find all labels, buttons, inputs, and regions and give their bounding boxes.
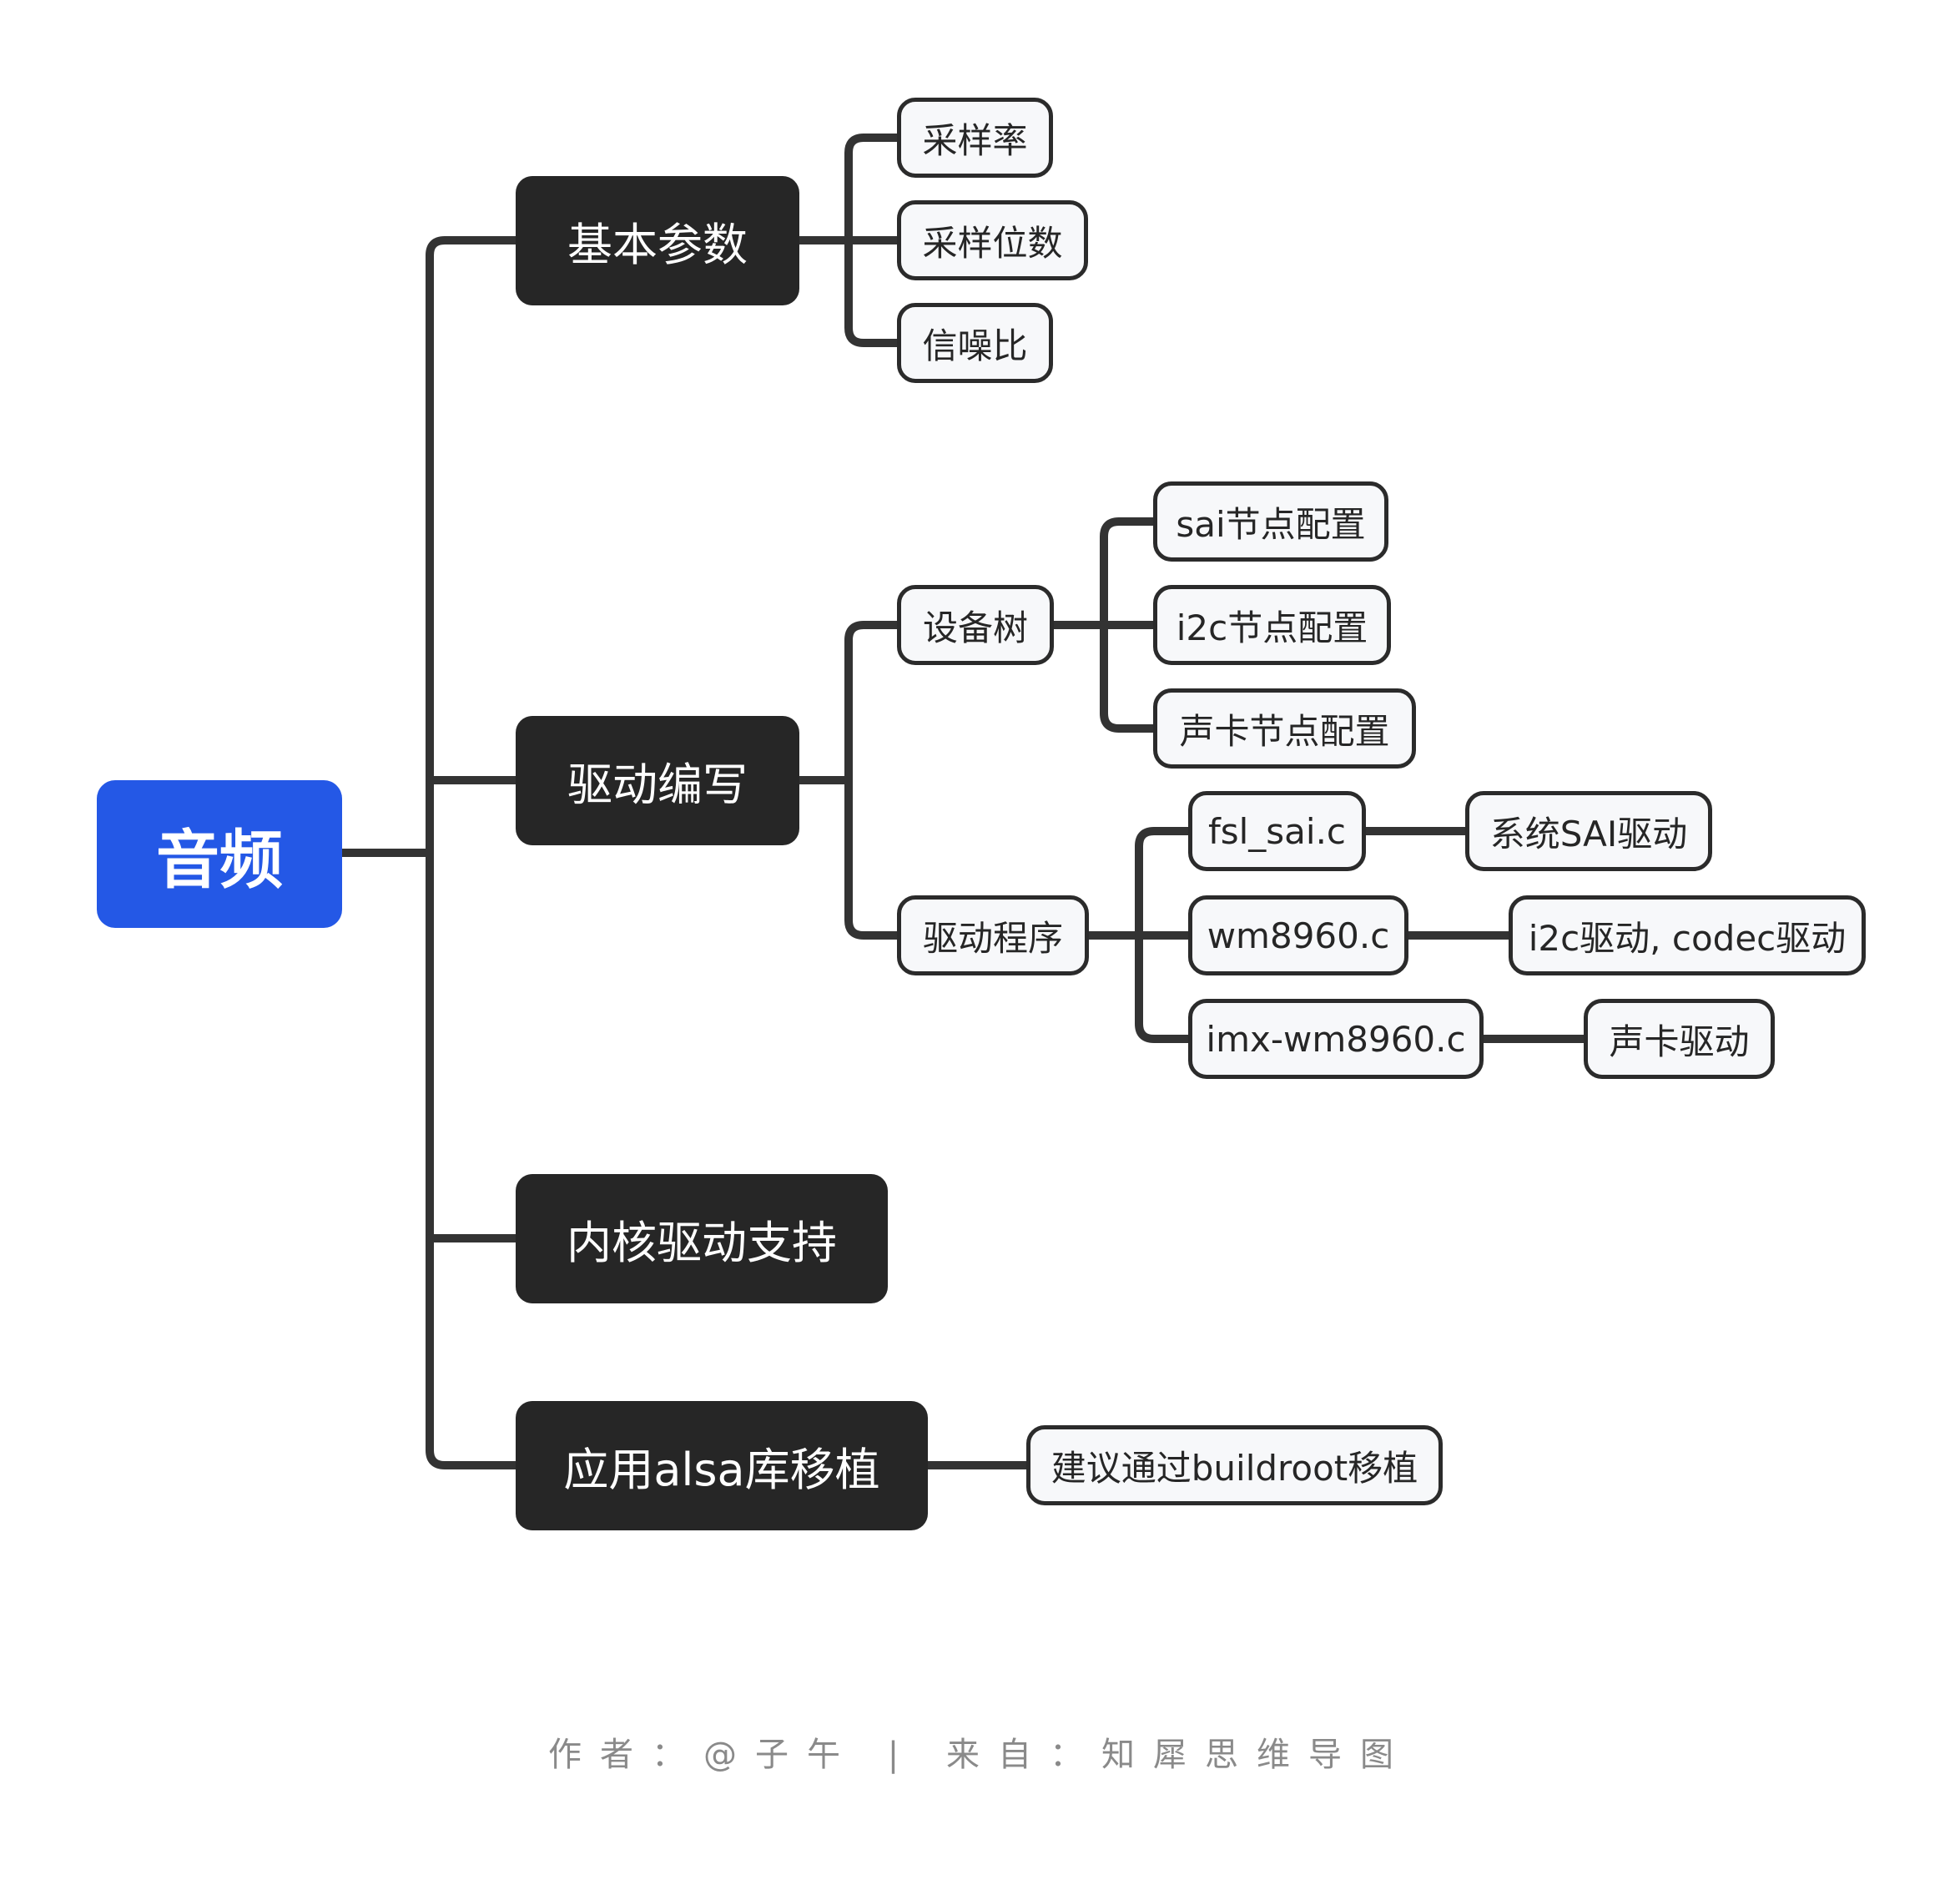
connector-root-bus <box>426 236 520 1469</box>
alsa-child-node[interactable]: 建议通过buildroot移植 <box>1026 1425 1443 1505</box>
branch-params-label: 基本参数 <box>567 219 748 271</box>
dts-node[interactable]: 设备树 <box>897 585 1054 665</box>
param-label: 采样率 <box>922 119 1028 161</box>
connector-driver-bus <box>844 621 901 940</box>
driver-desc-label: 系统SAI驱动 <box>1489 813 1688 854</box>
branch-kernel-node[interactable]: 内核驱动支持 <box>516 1174 888 1303</box>
root-node[interactable]: 音频 <box>97 780 342 928</box>
branch-params-node[interactable]: 基本参数 <box>516 176 799 305</box>
driver-desc-label: i2c驱动, codec驱动 <box>1528 917 1847 959</box>
driver-desc-node[interactable]: i2c驱动, codec驱动 <box>1509 895 1866 975</box>
driver-file-node[interactable]: fsl_sai.c <box>1188 791 1366 871</box>
driver-file-node[interactable]: wm8960.c <box>1188 895 1408 975</box>
param-node[interactable]: 采样位数 <box>897 200 1088 280</box>
program-label: 驱动程序 <box>922 917 1063 959</box>
dts-child-node[interactable]: 声卡节点配置 <box>1153 688 1416 769</box>
branch-alsa-label: 应用alsa库移植 <box>563 1444 880 1496</box>
root-label: 音频 <box>156 822 283 897</box>
driver-file-label: fsl_sai.c <box>1207 810 1347 852</box>
dts-label: 设备树 <box>922 607 1028 648</box>
driver-file-node[interactable]: imx-wm8960.c <box>1188 999 1484 1079</box>
dts-child-label: 声卡节点配置 <box>1179 710 1390 752</box>
program-node[interactable]: 驱动程序 <box>897 895 1089 975</box>
driver-file-label: wm8960.c <box>1207 915 1390 956</box>
driver-file-label: imx-wm8960.c <box>1206 1018 1466 1060</box>
driver-desc-node[interactable]: 声卡驱动 <box>1584 999 1775 1079</box>
branch-alsa-node[interactable]: 应用alsa库移植 <box>516 1401 928 1530</box>
branch-driver-node[interactable]: 驱动编写 <box>516 716 799 845</box>
driver-desc-node[interactable]: 系统SAI驱动 <box>1465 791 1712 871</box>
dts-child-node[interactable]: i2c节点配置 <box>1153 585 1391 665</box>
dts-child-label: sai节点配置 <box>1176 503 1366 545</box>
dts-child-label: i2c节点配置 <box>1176 607 1368 648</box>
dts-child-node[interactable]: sai节点配置 <box>1153 481 1388 562</box>
driver-desc-label: 声卡驱动 <box>1609 1021 1750 1062</box>
param-label: 信噪比 <box>922 325 1028 366</box>
branch-kernel-label: 内核驱动支持 <box>567 1217 837 1269</box>
footer-credit: 作者：@子午 | 来自：知犀思维导图 <box>548 1736 1412 1774</box>
param-node[interactable]: 信噪比 <box>897 303 1053 383</box>
alsa-child-label: 建议通过buildroot移植 <box>1051 1447 1418 1489</box>
param-node[interactable]: 采样率 <box>897 98 1053 178</box>
param-label: 采样位数 <box>922 222 1063 264</box>
branch-driver-label: 驱动编写 <box>567 759 748 811</box>
